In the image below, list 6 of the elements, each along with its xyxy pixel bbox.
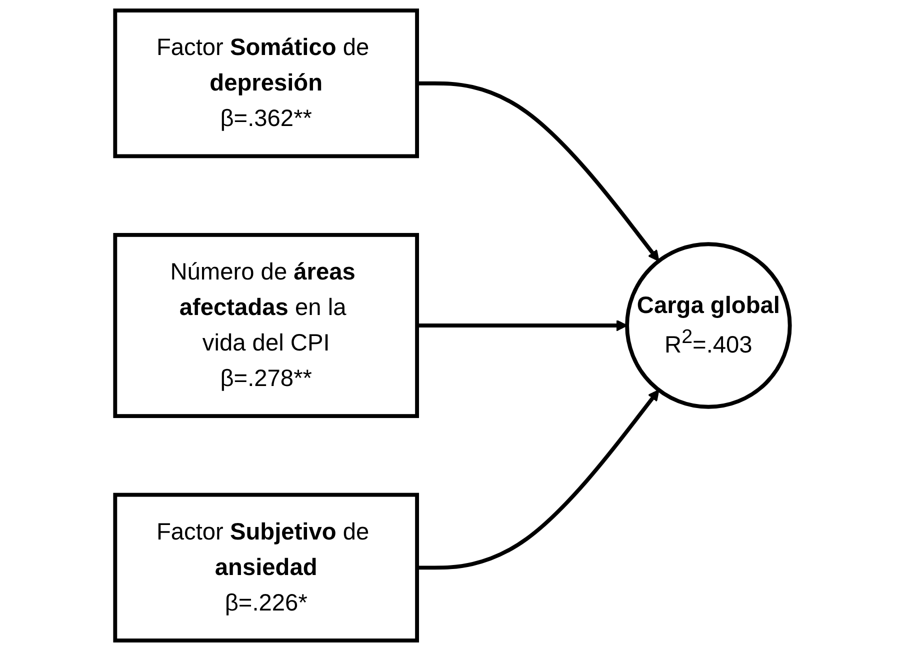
arrow — [417, 389, 660, 570]
node-circle: Carga global R$^{2}$=.403 — [625, 242, 792, 409]
arrow — [417, 81, 660, 262]
node-box: Factor Subjetivo de ansiedad β=.226* — [113, 492, 420, 642]
node-box: Factor Somático de depresión β=.362** — [113, 8, 420, 158]
node-box: Número de áreas afectadas en la vida del CPI β=.278** — [113, 232, 420, 418]
